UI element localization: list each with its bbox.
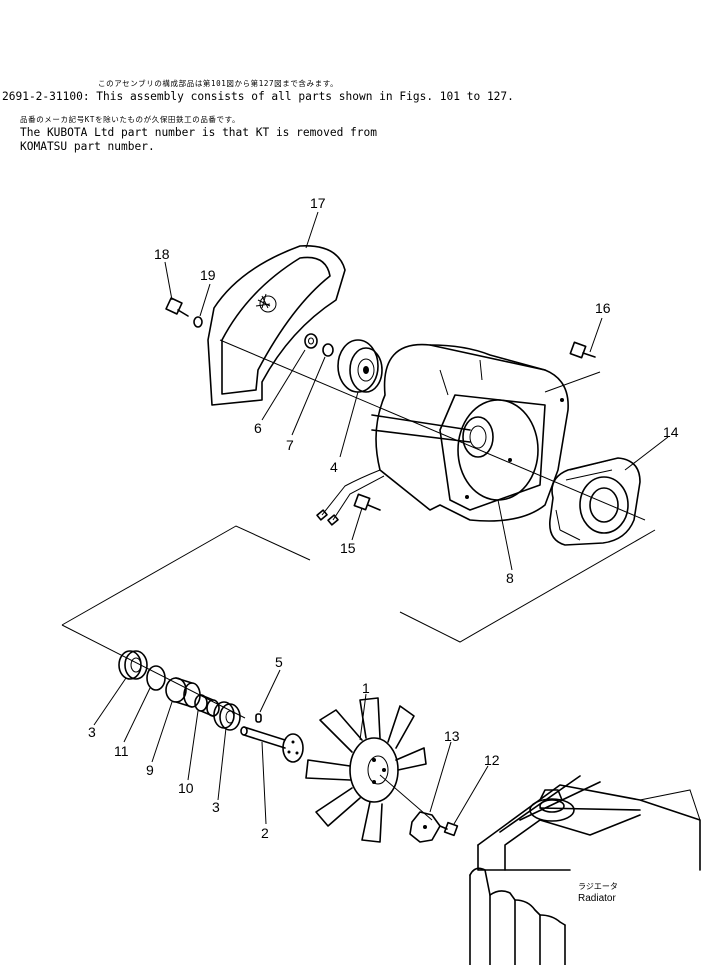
part-5-key (255, 713, 262, 723)
callout-4: 4 (330, 459, 338, 475)
callout-5: 5 (275, 654, 283, 670)
part-11-snap-ring (146, 665, 166, 691)
header-line-2-en: 2691-2-31100: This assembly consists of … (2, 90, 514, 103)
part-18-bolt (165, 297, 189, 317)
lower-frame-lines (61, 525, 656, 719)
callout-9: 9 (146, 762, 154, 778)
header-line-1-jp: このアセンブリの構成部品は第101図から第127図まで含みます。 (98, 79, 339, 88)
callout-17: 17 (310, 195, 326, 211)
part-4-pulley (337, 339, 383, 393)
upper-axis-lines (219, 339, 646, 521)
part-15-bolt (353, 493, 381, 511)
callout-3-right: 3 (212, 799, 220, 815)
radiator-outline (469, 775, 701, 965)
leader-lines (93, 211, 669, 825)
part-14-rotor (548, 457, 641, 546)
callout-8: 8 (506, 570, 514, 586)
callout-7: 7 (286, 437, 294, 453)
part-19-lock-washer (193, 316, 203, 328)
callout-3-left: 3 (88, 724, 96, 740)
radiator-label-en: Radiator (578, 893, 616, 904)
callout-6: 6 (254, 420, 262, 436)
callout-1: 1 (362, 680, 370, 696)
part-12-bolt (439, 821, 459, 837)
callout-12: 12 (484, 752, 500, 768)
callout-10: 10 (178, 780, 194, 796)
part-17-shroud-cover (207, 245, 346, 406)
callout-13: 13 (444, 728, 460, 744)
part-6-nut (304, 333, 318, 349)
callout-2: 2 (261, 825, 269, 841)
callout-19: 19 (200, 267, 216, 283)
part-3-bearing-left (118, 650, 148, 680)
callout-16: 16 (595, 300, 611, 316)
callout-11: 11 (114, 743, 129, 759)
part-10-spacer (194, 694, 220, 717)
header-line-3-jp: 品番のメーカ記号KTを除いたものが久保田鉄工の品番です。 (20, 115, 241, 124)
header-line-5-en: KOMATSU part number. (20, 140, 155, 153)
part-2-shaft (240, 726, 304, 763)
part-3-bearing-right (213, 701, 241, 731)
part-13-plate (409, 811, 441, 843)
part-16-bolt (569, 341, 596, 359)
callout-15: 15 (340, 540, 356, 556)
part-9-sleeve (165, 677, 201, 708)
housing-wires (316, 469, 385, 526)
callout-18: 18 (154, 246, 170, 262)
part-7-washer (322, 343, 334, 357)
part-8-fan-housing (371, 343, 569, 522)
radiator-label-jp: ラジエータ (578, 882, 618, 891)
callout-14: 14 (663, 424, 679, 440)
header-line-4-en: The KUBOTA Ltd part number is that KT is… (20, 126, 377, 139)
